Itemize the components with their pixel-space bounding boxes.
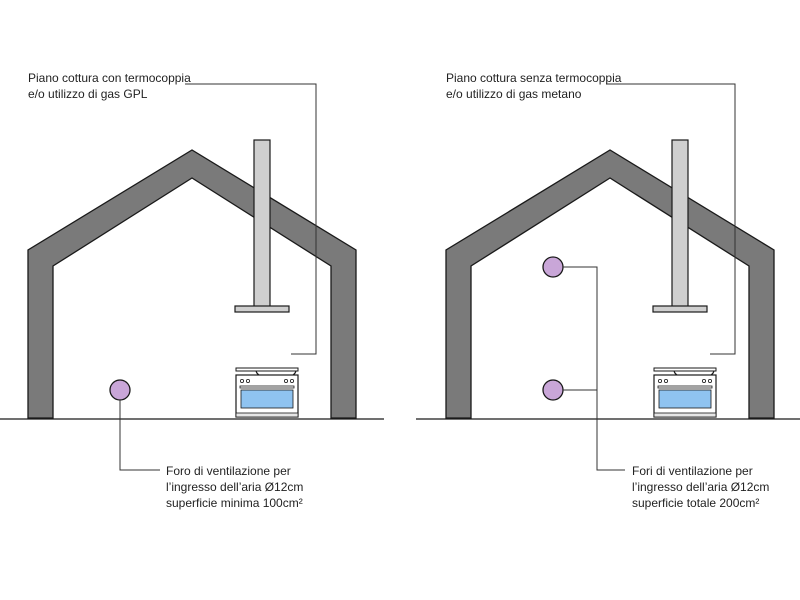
right-chimney-flue xyxy=(671,139,689,309)
right-bottom-label-line2: l’ingresso dell’aria Ø12cm xyxy=(632,480,769,494)
left-top-label-line1: Piano cottura con termocoppia xyxy=(28,71,191,85)
right-top-label-line1: Piano cottura senza termocoppia xyxy=(446,71,622,85)
left-panel: Piano cottura con termocoppia e/o utiliz… xyxy=(0,71,384,510)
left-top-label-line2: e/o utilizzo di gas GPL xyxy=(28,87,148,101)
right-vent-upper-leader-line xyxy=(563,266,625,471)
left-vent-hole xyxy=(109,379,131,401)
left-bottom-leader-line xyxy=(119,400,160,471)
right-bottom-label-line1: Fori di ventilazione per xyxy=(632,464,753,478)
right-vent-hole-upper xyxy=(542,256,564,278)
right-house-wall xyxy=(445,149,775,419)
left-bottom-label-line3: superficie minima 100cm² xyxy=(166,496,303,510)
left-chimney-hood xyxy=(234,305,290,313)
right-vent-hole-lower xyxy=(542,379,564,401)
left-bottom-label-line2: l’ingresso dell’aria Ø12cm xyxy=(166,480,303,494)
right-stove xyxy=(653,367,717,418)
left-house-wall xyxy=(27,149,357,419)
right-top-label-line2: e/o utilizzo di gas metano xyxy=(446,87,582,101)
right-bottom-label-line3: superficie totale 200cm² xyxy=(632,496,759,510)
left-top-leader-line xyxy=(185,83,317,355)
left-bottom-label-line1: Foro di ventilazione per xyxy=(166,464,291,478)
left-stove xyxy=(235,367,299,418)
right-panel: Piano cottura senza termocoppia e/o util… xyxy=(416,71,800,510)
right-chimney-hood xyxy=(652,305,708,313)
left-chimney-flue xyxy=(253,139,271,309)
right-top-leader-line xyxy=(606,83,736,355)
